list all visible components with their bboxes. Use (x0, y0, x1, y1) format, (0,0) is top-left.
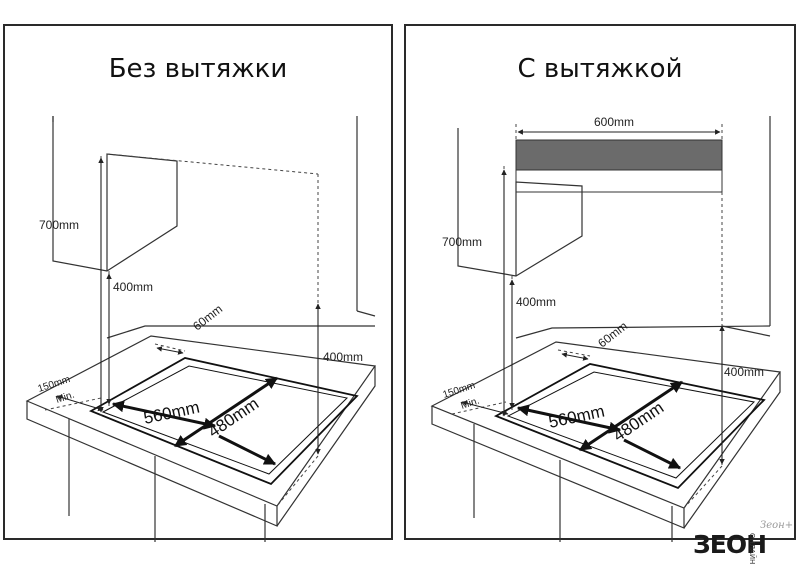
brand-tag: Зеон+ (760, 520, 794, 531)
cabinet-height-label: 700mm (442, 235, 482, 249)
cutout-depth-label: 480mm (610, 398, 668, 445)
installation-drawing: 600mm 700mm 400mm 400mm 60mm 150mm Min. … (430, 115, 782, 542)
range-hood (515, 139, 723, 193)
back-gap-label: 60mm (595, 319, 630, 351)
countertop (25, 335, 377, 542)
panel-title: С вытяжкой (517, 54, 683, 84)
diagram-panel-with-hood: С вытяжкой (404, 24, 796, 542)
cutout-width-label: 560mm (547, 402, 606, 432)
hob-cutout (493, 363, 766, 490)
diagram-panel-no-hood: Без вытяжки (3, 24, 393, 542)
hob-cutout (88, 357, 359, 486)
cutout-arrows (516, 380, 683, 470)
panel-title: Без вытяжки (108, 54, 288, 84)
cabinet-height-label: 700mm (39, 218, 79, 232)
installation-drawing: 700mm 400mm 400mm 60mm 150mm Min. 560mm … (25, 116, 377, 542)
dimension-guides (44, 153, 319, 507)
back-gap-label: 60mm (190, 302, 225, 334)
hood-width-label: 600mm (594, 115, 634, 129)
cutout-arrows (111, 376, 278, 466)
cabinet-clearance-label: 400mm (516, 295, 556, 309)
dimension-arrows (461, 129, 725, 465)
side-wall-label: 400mm (724, 365, 764, 379)
dimension-arrows (56, 157, 321, 455)
wall-cabinet (457, 116, 771, 339)
cabinet-clearance-label: 400mm (113, 280, 153, 294)
front-min-note: Min. (460, 396, 481, 412)
brand-logo: ЗЕОН (693, 530, 767, 559)
cutout-width-label: 560mm (142, 398, 201, 428)
front-min-note: Min. (55, 390, 76, 406)
side-wall-label: 400mm (323, 350, 363, 364)
cutout-depth-label: 480mm (205, 394, 263, 441)
brand-logo-side-text: ОНЛАЙН (748, 533, 756, 565)
